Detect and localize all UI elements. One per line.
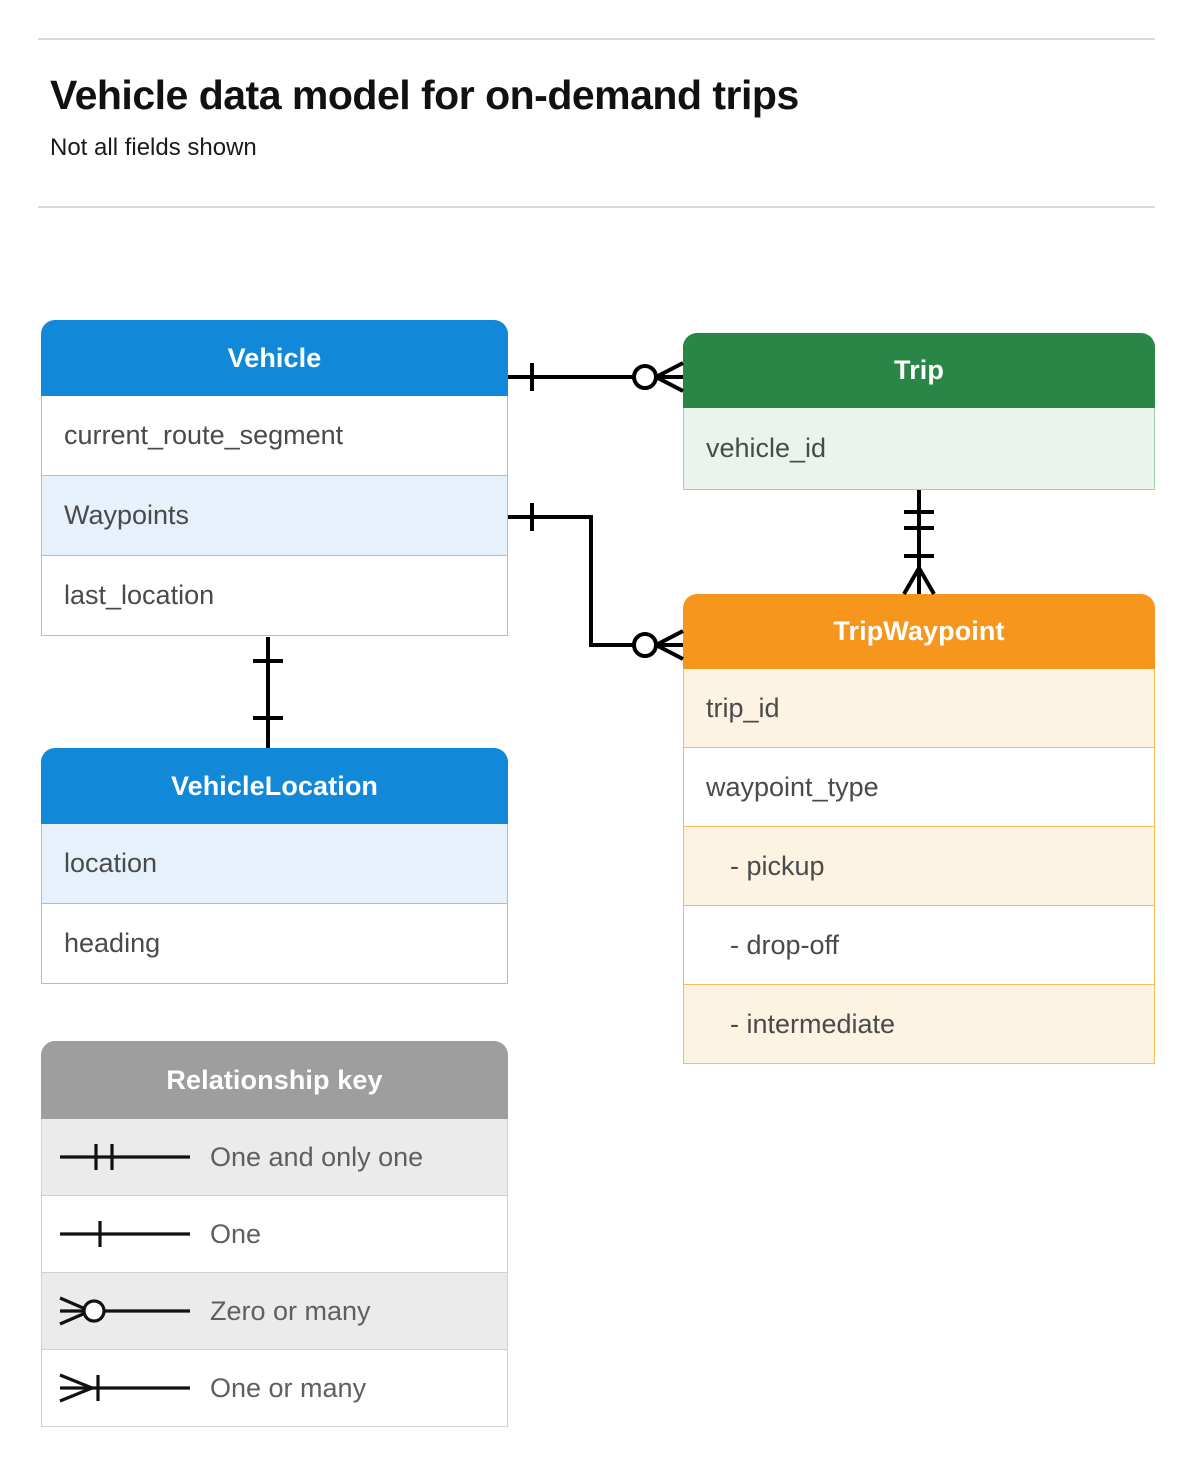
entity-vehicle-title: Vehicle [41, 320, 508, 396]
zero-or-many-icon [59, 1296, 190, 1326]
entity-vehiclelocation[interactable]: VehicleLocation location heading [41, 748, 508, 984]
legend-label-one-or-many: One or many [210, 1372, 367, 1403]
entity-vehicle-field-current-route-segment[interactable]: current_route_segment [41, 396, 508, 476]
entity-vehiclelocation-field-location[interactable]: location [41, 824, 508, 904]
legend-row-one-or-many: One or many [41, 1350, 508, 1427]
connector-vehicle-to-trip [508, 361, 684, 393]
legend-row-one: One [41, 1196, 508, 1273]
relationship-key-legend: Relationship key One and only one One [41, 1041, 508, 1427]
legend-label-one: One [210, 1218, 262, 1249]
entity-trip[interactable]: Trip vehicle_id [683, 333, 1155, 490]
legend-row-zero-or-many: Zero or many [41, 1273, 508, 1350]
legend-label-zero-or-many: Zero or many [210, 1295, 371, 1326]
entity-vehicle[interactable]: Vehicle current_route_segment Waypoints … [41, 320, 508, 636]
entity-trip-title: Trip [683, 333, 1155, 408]
header-divider-bottom [38, 206, 1155, 208]
entity-tripwaypoint-title: TripWaypoint [683, 594, 1155, 669]
connector-trip-to-tripwaypoint [902, 490, 936, 595]
header-divider-top [38, 38, 1155, 40]
entity-tripwaypoint-field-waypoint-type[interactable]: waypoint_type [683, 748, 1155, 827]
entity-vehicle-field-waypoints[interactable]: Waypoints [41, 476, 508, 556]
connector-vehicle-to-vehiclelocation [253, 637, 283, 748]
page-title: Vehicle data model for on-demand trips [50, 72, 799, 118]
connector-waypoints-to-tripwaypoint [508, 503, 684, 661]
entity-tripwaypoint-field-trip-id[interactable]: trip_id [683, 669, 1155, 748]
entity-vehiclelocation-title: VehicleLocation [41, 748, 508, 824]
legend-row-one-and-only-one: One and only one [41, 1119, 508, 1196]
legend-label-one-and-only-one: One and only one [210, 1141, 424, 1172]
entity-vehiclelocation-field-heading[interactable]: heading [41, 904, 508, 984]
entity-vehicle-field-last-location[interactable]: last_location [41, 556, 508, 636]
entity-tripwaypoint-enum-pickup[interactable]: - pickup [683, 827, 1155, 906]
one-or-many-icon [59, 1373, 190, 1403]
one-and-only-one-icon [60, 1144, 190, 1170]
legend-title: Relationship key [41, 1041, 508, 1119]
entity-tripwaypoint-enum-drop-off[interactable]: - drop-off [683, 906, 1155, 985]
entity-trip-field-vehicle-id[interactable]: vehicle_id [683, 408, 1155, 490]
entity-tripwaypoint[interactable]: TripWaypoint trip_id waypoint_type - pic… [683, 594, 1155, 1064]
page-subtitle: Not all fields shown [50, 134, 257, 161]
entity-tripwaypoint-enum-intermediate[interactable]: - intermediate [683, 985, 1155, 1064]
one-icon [60, 1221, 190, 1247]
